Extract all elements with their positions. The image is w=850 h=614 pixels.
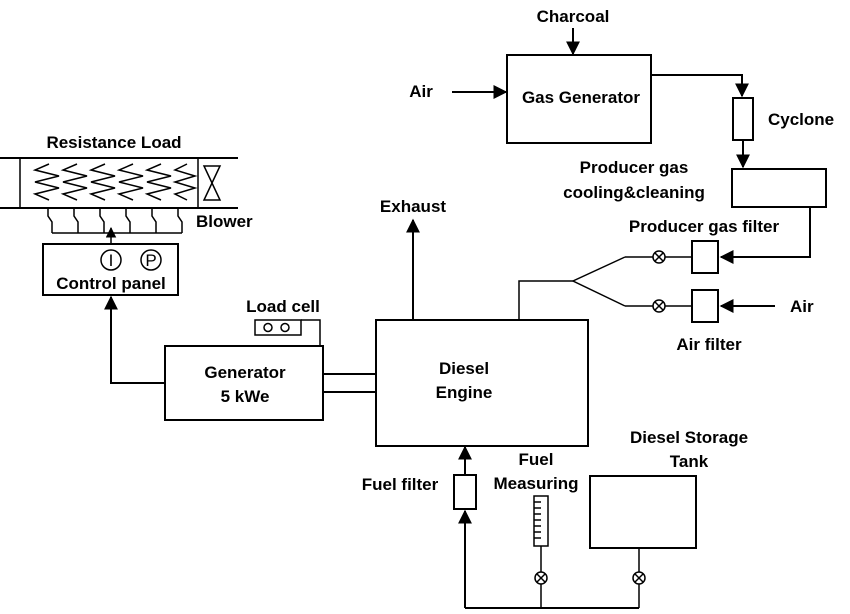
load-cell-label: Load cell: [246, 297, 320, 316]
fuel-filter-label: Fuel filter: [362, 475, 439, 494]
air-valve-icon: [652, 299, 666, 313]
diesel-storage-label-2: Tank: [670, 452, 709, 471]
cyclone-label: Cyclone: [768, 110, 834, 129]
tank-valve-icon: [632, 571, 646, 585]
power-meter-icon: P: [140, 249, 162, 271]
gas-valve-icon: [652, 250, 666, 264]
switch-lines: [47, 208, 183, 244]
svg-text:P: P: [145, 251, 156, 270]
gas-generator-box: [506, 54, 652, 144]
current-meter-icon: I: [100, 249, 122, 271]
producer-gas-cooling-label-1: Producer gas: [580, 158, 689, 177]
diesel-engine-label-2: Engine: [436, 383, 493, 402]
gas-to-cyclone-pipe: [651, 74, 749, 98]
exhaust-label: Exhaust: [380, 197, 446, 216]
cooling-cleaning-box: [731, 168, 827, 208]
resistance-load-label: Resistance Load: [46, 133, 181, 152]
burette-valve-icon: [534, 571, 548, 585]
gas-generator-label: Gas Generator: [522, 88, 640, 107]
blower-label: Blower: [196, 212, 253, 231]
diesel-storage-tank-box: [589, 475, 697, 549]
cyclone-box: [732, 97, 754, 141]
producer-gas-cooling-label-2: cooling&cleaning: [563, 183, 705, 202]
producer-gas-filter-label: Producer gas filter: [629, 217, 780, 236]
fuel-measuring-label-1: Fuel: [519, 450, 554, 469]
fuel-filter-box: [453, 474, 477, 510]
generator-to-panel-wire: [104, 295, 165, 384]
mixer-junction: [571, 256, 626, 307]
coupling-shaft: [322, 373, 377, 393]
diesel-engine-label-1: Diesel: [439, 359, 489, 378]
air-filter-label: Air filter: [676, 335, 742, 354]
resistance-load-duct: [0, 157, 238, 209]
charcoal-label: Charcoal: [537, 7, 610, 26]
generator-label-1: Generator: [204, 363, 286, 382]
producer-gas-filter-box: [691, 240, 719, 274]
diesel-storage-label-1: Diesel Storage: [630, 428, 748, 447]
air-top-label: Air: [409, 82, 433, 101]
fuel-measuring-burette: [533, 495, 549, 608]
air-right-label: Air: [790, 297, 814, 316]
cooling-to-filter-pipe: [719, 207, 811, 264]
mixer-to-engine-pipe: [518, 280, 573, 320]
blower-icon: [202, 165, 222, 201]
heater-coils: [32, 163, 198, 201]
generator-label-2: 5 kWe: [221, 387, 270, 406]
svg-text:I: I: [109, 251, 114, 270]
generator-box: [164, 345, 324, 421]
load-cell-icon: [254, 319, 321, 346]
control-panel-label: Control panel: [56, 274, 166, 293]
fuel-measuring-label-2: Measuring: [493, 474, 578, 493]
air-filter-box: [691, 289, 719, 323]
